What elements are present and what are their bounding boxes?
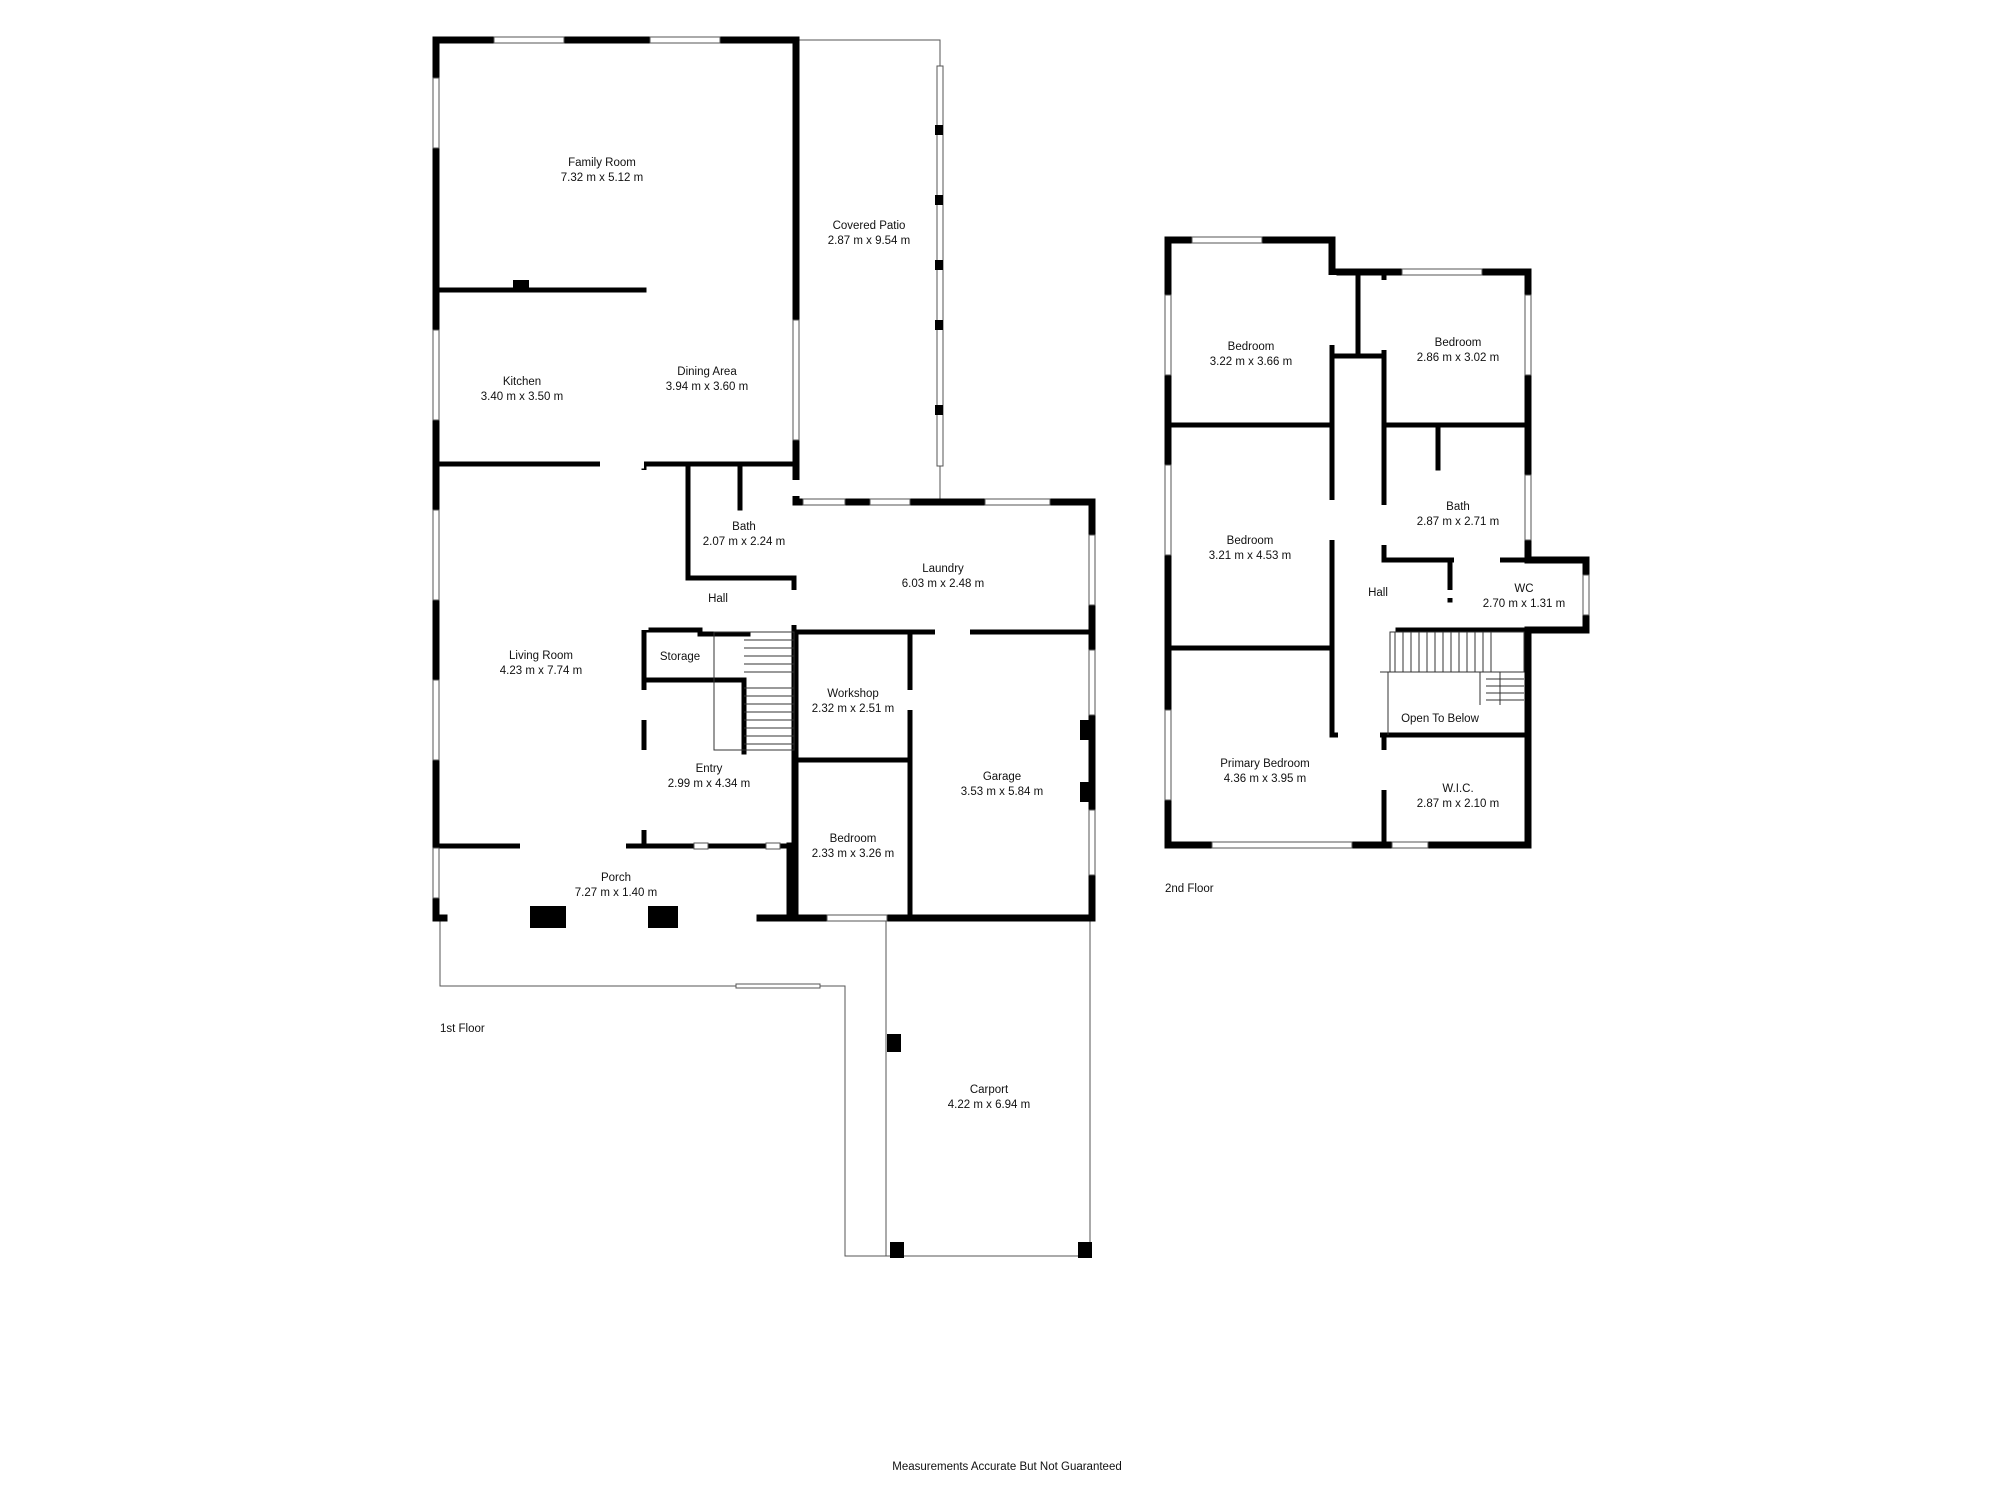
room-name: Hall	[708, 593, 728, 605]
second-floor-windows	[1164, 236, 1590, 849]
room-dimensions: 4.36 m x 3.95 m	[1224, 773, 1306, 785]
room-label-bedroom-ne: Bedroom 2.86 m x 3.02 m	[1417, 337, 1499, 364]
room-dimensions: 3.22 m x 3.66 m	[1210, 356, 1292, 368]
room-dimensions: 3.53 m x 5.84 m	[961, 786, 1043, 798]
room-dimensions: 2.70 m x 1.31 m	[1483, 598, 1565, 610]
room-label-hall: Hall	[708, 593, 728, 605]
room-name: Bath	[732, 521, 756, 533]
room-dimensions: 4.23 m x 7.74 m	[500, 665, 582, 677]
room-name: Storage	[660, 651, 700, 663]
room-label-kitchen: Kitchen 3.40 m x 3.50 m	[481, 376, 563, 403]
room-label-wic: W.I.C. 2.87 m x 2.10 m	[1417, 783, 1499, 810]
second-floor-door-openings	[1327, 275, 1500, 790]
room-label-bedroom-nw: Bedroom 3.22 m x 3.66 m	[1210, 341, 1292, 368]
room-name: Bath	[1446, 501, 1470, 513]
room-label-bedroom-w: Bedroom 3.21 m x 4.53 m	[1209, 535, 1291, 562]
room-name: Covered Patio	[833, 220, 906, 232]
first-floor-staircase	[713, 631, 795, 751]
room-dimensions: 7.32 m x 5.12 m	[561, 172, 643, 184]
room-label-dining-area: Dining Area 3.94 m x 3.60 m	[666, 366, 748, 393]
room-dimensions: 6.03 m x 2.48 m	[902, 578, 984, 590]
first-floor-posts	[513, 125, 1092, 1258]
room-label-entry: Entry 2.99 m x 4.34 m	[668, 763, 750, 790]
room-name: Living Room	[509, 650, 573, 662]
room-dimensions: 2.87 m x 9.54 m	[828, 235, 910, 247]
room-dimensions: 2.87 m x 2.10 m	[1417, 798, 1499, 810]
room-name: Family Room	[568, 157, 636, 169]
room-label-porch: Porch 7.27 m x 1.40 m	[575, 872, 657, 899]
room-name: Workshop	[827, 688, 879, 700]
room-label-bedroom: Bedroom 2.33 m x 3.26 m	[812, 833, 894, 860]
first-floor-plan: Family Room 7.32 m x 5.12 m Covered Pati…	[432, 36, 1096, 1258]
room-name: Bedroom	[1227, 535, 1274, 547]
floor-label-second: 2nd Floor	[1165, 883, 1214, 895]
room-dimensions: 3.94 m x 3.60 m	[666, 381, 748, 393]
first-floor-room-labels: Family Room 7.32 m x 5.12 m Covered Pati…	[481, 157, 1043, 1111]
room-label-bath: Bath 2.07 m x 2.24 m	[703, 521, 785, 548]
room-dimensions: 2.07 m x 2.24 m	[703, 536, 785, 548]
room-label-hall: Hall	[1368, 587, 1388, 599]
room-label-laundry: Laundry 6.03 m x 2.48 m	[902, 563, 984, 590]
room-name: Primary Bedroom	[1220, 758, 1309, 770]
room-dimensions: 4.22 m x 6.94 m	[948, 1099, 1030, 1111]
room-label-covered-patio: Covered Patio 2.87 m x 9.54 m	[828, 220, 910, 247]
disclaimer-text: Measurements Accurate But Not Guaranteed	[892, 1461, 1121, 1473]
room-name: Dining Area	[677, 366, 737, 378]
second-floor-room-labels: Bedroom 3.22 m x 3.66 m Bedroom 2.86 m x…	[1209, 337, 1565, 810]
room-name: Garage	[983, 771, 1021, 783]
room-name: Kitchen	[503, 376, 541, 388]
room-label-carport: Carport 4.22 m x 6.94 m	[948, 1084, 1030, 1111]
room-name: Laundry	[922, 563, 964, 575]
room-name: WC	[1514, 583, 1533, 595]
room-name: Bedroom	[830, 833, 877, 845]
room-name: Bedroom	[1228, 341, 1275, 353]
room-label-garage: Garage 3.53 m x 5.84 m	[961, 771, 1043, 798]
first-floor-windows	[432, 36, 1096, 922]
room-name: Open To Below	[1401, 713, 1479, 725]
room-label-workshop: Workshop 2.32 m x 2.51 m	[812, 688, 894, 715]
second-floor-plan: Bedroom 3.22 m x 3.66 m Bedroom 2.86 m x…	[1164, 236, 1590, 895]
room-label-family-room: Family Room 7.32 m x 5.12 m	[561, 157, 643, 184]
room-label-living-room: Living Room 4.23 m x 7.74 m	[500, 650, 582, 677]
room-dimensions: 2.99 m x 4.34 m	[668, 778, 750, 790]
room-dimensions: 3.21 m x 4.53 m	[1209, 550, 1291, 562]
room-label-primary-bedroom: Primary Bedroom 4.36 m x 3.95 m	[1220, 758, 1309, 785]
room-label-storage: Storage	[660, 651, 700, 663]
room-label-open-to-below: Open To Below	[1401, 713, 1479, 725]
room-dimensions: 2.33 m x 3.26 m	[812, 848, 894, 860]
room-dimensions: 2.86 m x 3.02 m	[1417, 352, 1499, 364]
room-label-bath: Bath 2.87 m x 2.71 m	[1417, 501, 1499, 528]
room-dimensions: 2.32 m x 2.51 m	[812, 703, 894, 715]
first-floor-door-openings	[520, 459, 970, 851]
room-name: Bedroom	[1435, 337, 1482, 349]
room-name: Hall	[1368, 587, 1388, 599]
second-floor-staircase	[1380, 631, 1525, 735]
room-label-wc: WC 2.70 m x 1.31 m	[1483, 583, 1565, 610]
room-name: Entry	[696, 763, 723, 775]
room-name: Carport	[970, 1084, 1009, 1096]
floor-label-first: 1st Floor	[440, 1023, 485, 1035]
room-dimensions: 3.40 m x 3.50 m	[481, 391, 563, 403]
room-dimensions: 7.27 m x 1.40 m	[575, 887, 657, 899]
room-dimensions: 2.87 m x 2.71 m	[1417, 516, 1499, 528]
room-name: Porch	[601, 872, 631, 884]
room-name: W.I.C.	[1442, 783, 1473, 795]
